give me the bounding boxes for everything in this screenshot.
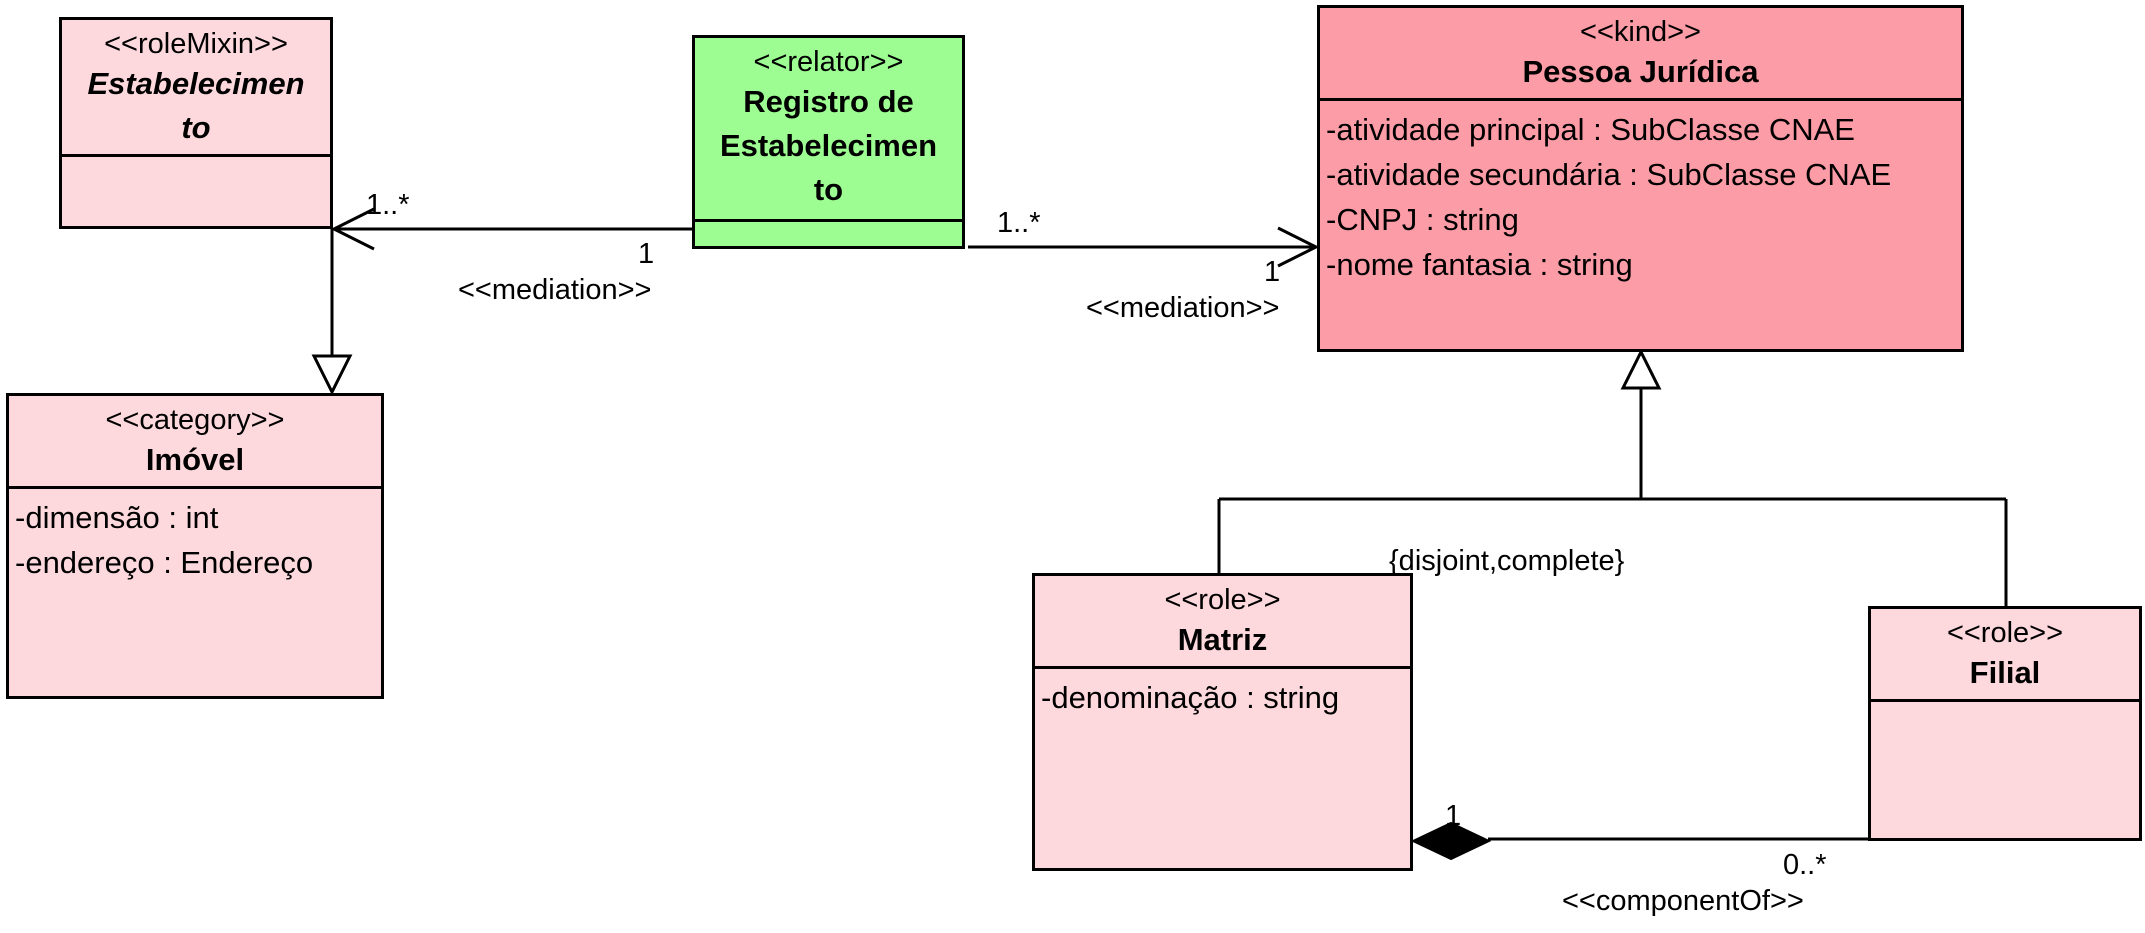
class-name: Pessoa Jurídica — [1522, 54, 1759, 89]
stereotype-label: <<relator>> — [753, 46, 904, 78]
mediation-left-target-multiplicity: 1..* — [366, 189, 410, 221]
attribute-nome-fantasia: -nome fantasia : string — [1326, 247, 1633, 282]
generalization-estab-imovel-triangle — [311, 354, 353, 396]
class-estabelecimento[interactable]: <<roleMixin>> Estabelecimen to — [59, 17, 333, 229]
component-of-whole-multiplicity: 1 — [1445, 800, 1462, 832]
attribute-compartment: -denominação : string — [1035, 669, 1410, 720]
attribute-compartment: -atividade principal : SubClasse CNAE -a… — [1320, 101, 1961, 287]
mediation-left-arrowhead — [330, 207, 375, 251]
stereotype-label: <<roleMixin>> — [104, 28, 288, 60]
mediation-right-source-multiplicity: 1..* — [997, 207, 1041, 239]
stereotype-label: <<role>> — [1164, 584, 1281, 616]
class-header: <<role>> Matriz — [1035, 576, 1410, 669]
class-pessoa-juridica[interactable]: <<kind>> Pessoa Jurídica -atividade prin… — [1317, 5, 1964, 352]
attribute-endereco: -endereço : Endereço — [15, 545, 314, 580]
class-name: Imóvel — [145, 442, 245, 477]
attribute-denominacao: -denominação : string — [1041, 680, 1340, 715]
stereotype-label: <<category>> — [105, 404, 285, 436]
stereotype-label: <<role>> — [1946, 617, 2064, 649]
mediation-left-source-multiplicity: 1 — [638, 238, 655, 270]
class-header: <<role>> Filial — [1871, 609, 2139, 702]
class-header: <<relator>> Registro de Estabelecimen to — [695, 38, 962, 222]
class-registro-de-estabelecimento[interactable]: <<relator>> Registro de Estabelecimen to — [692, 35, 965, 249]
class-name-line2: Estabelecimen — [719, 128, 938, 163]
attribute-compartment — [695, 222, 962, 228]
class-name-line3: to — [813, 172, 844, 207]
attribute-compartment — [62, 157, 330, 163]
mediation-right-stereotype: <<mediation>> — [1086, 292, 1280, 324]
generalization-pj-triangle — [1620, 348, 1662, 390]
class-header: <<roleMixin>> Estabelecimen to — [62, 20, 330, 157]
class-header: <<kind>> Pessoa Jurídica — [1320, 8, 1961, 101]
attribute-compartment — [1871, 702, 2139, 708]
attribute-atividade-principal: -atividade principal : SubClasse CNAE — [1326, 112, 1855, 147]
composition-diamond — [1410, 821, 1492, 861]
mediation-right-target-multiplicity: 1 — [1264, 256, 1281, 288]
attribute-dimensao: -dimensão : int — [15, 500, 219, 535]
attribute-atividade-secundaria: -atividade secundária : SubClasse CNAE — [1326, 157, 1892, 192]
mediation-right-arrowhead — [1277, 226, 1320, 268]
class-name: Filial — [1969, 655, 2041, 690]
generalization-set-constraint: {disjoint,complete} — [1389, 545, 1625, 577]
class-imovel[interactable]: <<category>> Imóvel -dimensão : int -end… — [6, 393, 384, 699]
component-of-part-multiplicity: 0..* — [1783, 849, 1827, 881]
component-of-stereotype: <<componentOf>> — [1562, 885, 1804, 917]
class-matriz[interactable]: <<role>> Matriz -denominação : string — [1032, 573, 1413, 871]
class-name-line2: to — [181, 110, 211, 145]
attribute-cnpj: -CNPJ : string — [1326, 202, 1519, 237]
class-name-line1: Estabelecimen — [87, 66, 305, 101]
mediation-left-stereotype: <<mediation>> — [458, 274, 652, 306]
class-header: <<category>> Imóvel — [9, 396, 381, 489]
stereotype-label: <<kind>> — [1580, 16, 1701, 48]
class-name-line1: Registro de — [743, 84, 914, 119]
class-name: Matriz — [1177, 622, 1268, 657]
attribute-compartment: -dimensão : int -endereço : Endereço — [9, 489, 381, 585]
class-filial[interactable]: <<role>> Filial — [1868, 606, 2142, 841]
